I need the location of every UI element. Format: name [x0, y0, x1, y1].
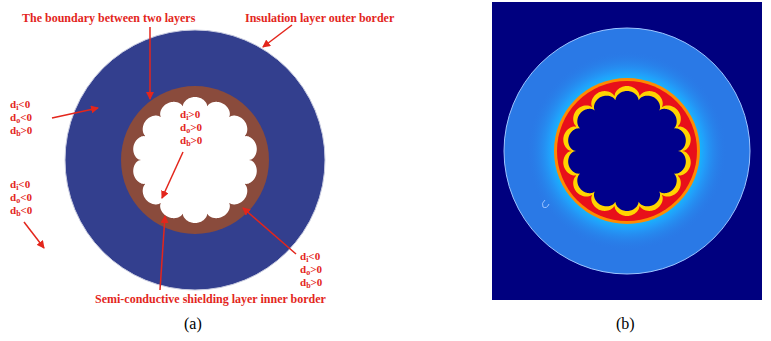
sign-condition: db<0: [10, 204, 32, 217]
sign-condition: di<0: [300, 250, 320, 263]
panel-caption: (b): [616, 315, 635, 333]
sign-condition: do>0: [180, 121, 202, 134]
inner-border-label: Semi-conductive shielding layer inner bo…: [95, 293, 326, 306]
leader-arrow: [24, 222, 44, 248]
insulation-layer: [65, 30, 325, 290]
edge-artifact: [542, 200, 549, 208]
leader-arrow: [149, 27, 151, 99]
sign-condition: db>0: [10, 124, 32, 137]
leader-arrow: [52, 108, 98, 118]
leader-arrow: [162, 152, 183, 198]
inner-edge-band: [563, 86, 690, 216]
sign-condition: di<0: [10, 178, 30, 191]
layer-boundary-label: The boundary between two layers: [22, 12, 195, 25]
sign-condition: db>0: [300, 276, 322, 289]
boundary-band: [554, 78, 700, 224]
panel-caption: (a): [184, 315, 202, 333]
inner-region: [568, 91, 686, 211]
outer-border-label: Insulation layer outer border: [245, 12, 394, 25]
sign-condition: do<0: [10, 111, 32, 124]
insulation-region: [504, 28, 750, 274]
sign-condition: di<0: [10, 98, 30, 111]
sign-condition: di>0: [180, 108, 200, 121]
sign-condition: do<0: [10, 191, 32, 204]
boundary-band-core: [557, 81, 697, 221]
segmentation-ground: [492, 2, 762, 300]
leader-arrow: [243, 208, 296, 254]
sign-condition: do>0: [300, 263, 322, 276]
sign-condition: db>0: [180, 134, 202, 147]
inner-conductor-space: [133, 97, 257, 223]
leader-arrow: [160, 216, 165, 290]
gradient-zone: [527, 51, 727, 251]
leader-arrow: [263, 25, 292, 47]
